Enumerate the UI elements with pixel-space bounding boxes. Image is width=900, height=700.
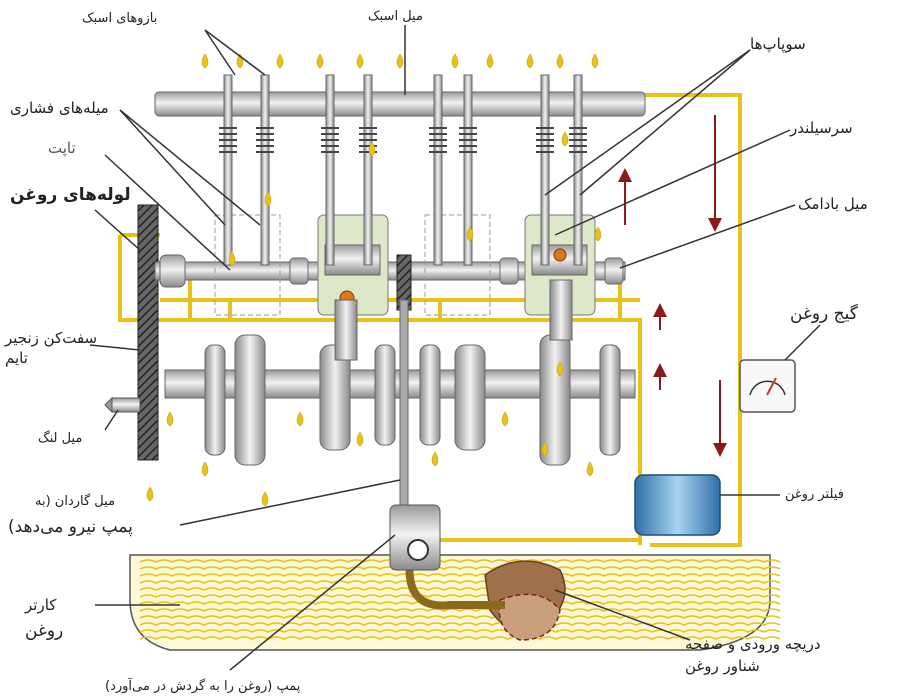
timing-gear [137,204,159,461]
oil-drop [451,53,459,69]
oil-drop [276,53,284,69]
label-camshaft: میل بادامک [798,195,868,213]
oil-drop [201,53,209,69]
label-rocker-shaft: میل اسبک [368,9,423,24]
label-intake-float: دریچه ورودی و صفحه [685,635,821,653]
oil-drop [146,486,154,502]
oil-drop [541,441,549,457]
valve-stem [363,74,373,266]
oil-drop [356,431,364,447]
valve-stem [325,74,335,266]
crankshaft [104,279,636,466]
oil-drop [201,461,209,477]
label-oil-pipes: لوله‌های روغن [10,185,131,205]
label-valves: سوپاپ‌ها [750,35,806,53]
oil-drops [146,53,602,507]
oil-drop [594,226,602,242]
oil-drop [586,461,594,477]
valve-stems [219,74,587,266]
cylinder-3 [424,214,491,316]
label-chain-tensioner: سفت‌کن زنجیر [5,329,98,347]
label-chain-tensioner-2: تایم [5,349,28,367]
oil-drop [316,53,324,69]
label-oil-pan-2: روغن [25,621,64,641]
oil-drop [591,53,599,69]
label-rocker-arms: بازوهای اسبک [82,11,158,26]
camshaft [154,254,626,311]
oil-drop [526,53,534,69]
valve-stem [463,74,473,266]
label-intake-float-2: شناور روغن [685,657,760,675]
oil-drop [228,251,236,267]
valve-stem [260,74,270,266]
oil-drop [556,53,564,69]
label-oil-gauge: گیج روغن [790,304,858,324]
oil-drop [296,411,304,427]
valve-stem [223,74,233,266]
label-pushrods: میله‌های فشاری [10,99,109,117]
oil-drop [431,451,439,467]
label-tappet: تاپت [48,139,76,157]
oil-drop [264,191,272,207]
flow-arrows [618,115,727,457]
oil-drop [486,53,494,69]
oil-pump [389,504,441,571]
oil-drop [501,411,509,427]
oil-pickup-float [405,559,566,641]
oil-drop [556,361,564,377]
rocker-shaft [154,91,646,117]
valve-stem [433,74,443,266]
oil-gauge [739,359,796,413]
oil-drop [396,53,404,69]
label-drive-shaft-2: پمپ نیرو می‌دهد) [8,517,133,537]
label-oil-pump: پمپ (روغن را به گردش در می‌آورد) [105,679,301,694]
valve-stem [540,74,550,266]
oil-waves [139,559,781,640]
oil-drop [356,53,364,69]
oil-filter [634,474,721,536]
oil-drop [261,491,269,507]
label-oil-pan: کارتر [25,596,57,614]
oil-drop [166,411,174,427]
leader-lines [89,25,821,671]
oil-drop [561,131,569,147]
label-cylinder-head: سرسیلندر [790,119,853,137]
valve-stem [573,74,583,266]
label-oil-filter: فیلتر روغن [785,487,844,502]
label-crankshaft: میل لنگ [38,431,83,446]
oil-drop [368,141,376,157]
label-drive-shaft: میل گاردان (به [35,494,116,509]
oil-drop [466,226,474,242]
drive-shaft [399,299,409,516]
